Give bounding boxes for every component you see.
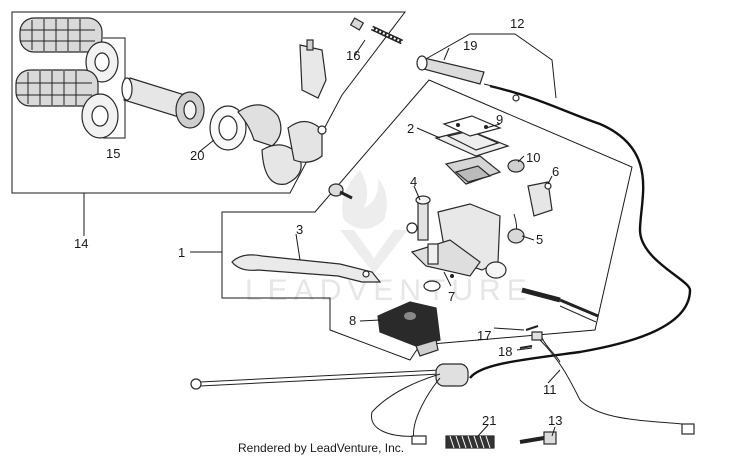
callout-6: 6 [552,164,559,179]
part-5-nut [507,228,525,244]
part-7-washer [423,274,454,292]
part-3-lever [231,254,382,283]
bracket-12 [423,33,557,99]
watermark-text: LEADVENTURE [245,274,533,307]
callout-1: 1 [178,245,185,260]
cable-splitter [190,363,469,445]
callout-15: 15 [106,146,120,161]
connector-end [681,423,695,435]
throttle-housing-lower [237,104,302,185]
switch-cable [539,339,693,433]
credit-text: Rendered by LeadVenture, Inc. [238,441,404,455]
part-20-ring [209,105,247,151]
part-18-screw [519,345,533,349]
o-ring [406,222,418,234]
part-17-clip [525,325,543,341]
part-4-pin [415,195,431,241]
callout-17: 17 [477,328,491,343]
callout-21: 21 [482,413,496,428]
callout-4: 4 [410,174,417,189]
throttle-housing-upper [287,120,327,163]
watermark-logo [340,170,408,274]
callout-2: 2 [407,121,414,136]
diaphragm [444,155,502,185]
part-9-gasket [442,115,502,137]
bracket-clip [299,39,327,99]
callout-8: 8 [349,313,356,328]
grip-lower [15,69,119,139]
callout-13: 13 [548,413,562,428]
part-10-cap [507,159,525,173]
callout-3: 3 [296,222,303,237]
callout-19: 19 [463,38,477,53]
callout-14: 14 [74,236,88,251]
grip-upper [19,17,119,83]
callout-18: 18 [498,344,512,359]
callout-9: 9 [496,112,503,127]
callout-16: 16 [346,48,360,63]
callout-10: 10 [526,150,540,165]
leader-lines [83,39,561,437]
part-6-switch [513,181,553,237]
cable-adjuster [521,287,599,323]
cable-end-upper [483,83,501,89]
part-8-guard [377,301,441,357]
part-21-spring [445,435,495,449]
callout-12: 12 [510,16,524,31]
throttle-cable [469,84,692,379]
master-cylinder [410,203,507,279]
switch-cable-twin [541,337,561,363]
callout-20: 20 [190,148,204,163]
throttle-tube [121,77,205,129]
callout-5: 5 [536,232,543,247]
callout-7: 7 [448,289,455,304]
callout-11: 11 [543,382,557,397]
part-16-screw [349,17,404,45]
part-19-boot [416,55,485,85]
screw-small [328,183,353,200]
part-13-bolt [519,431,557,445]
